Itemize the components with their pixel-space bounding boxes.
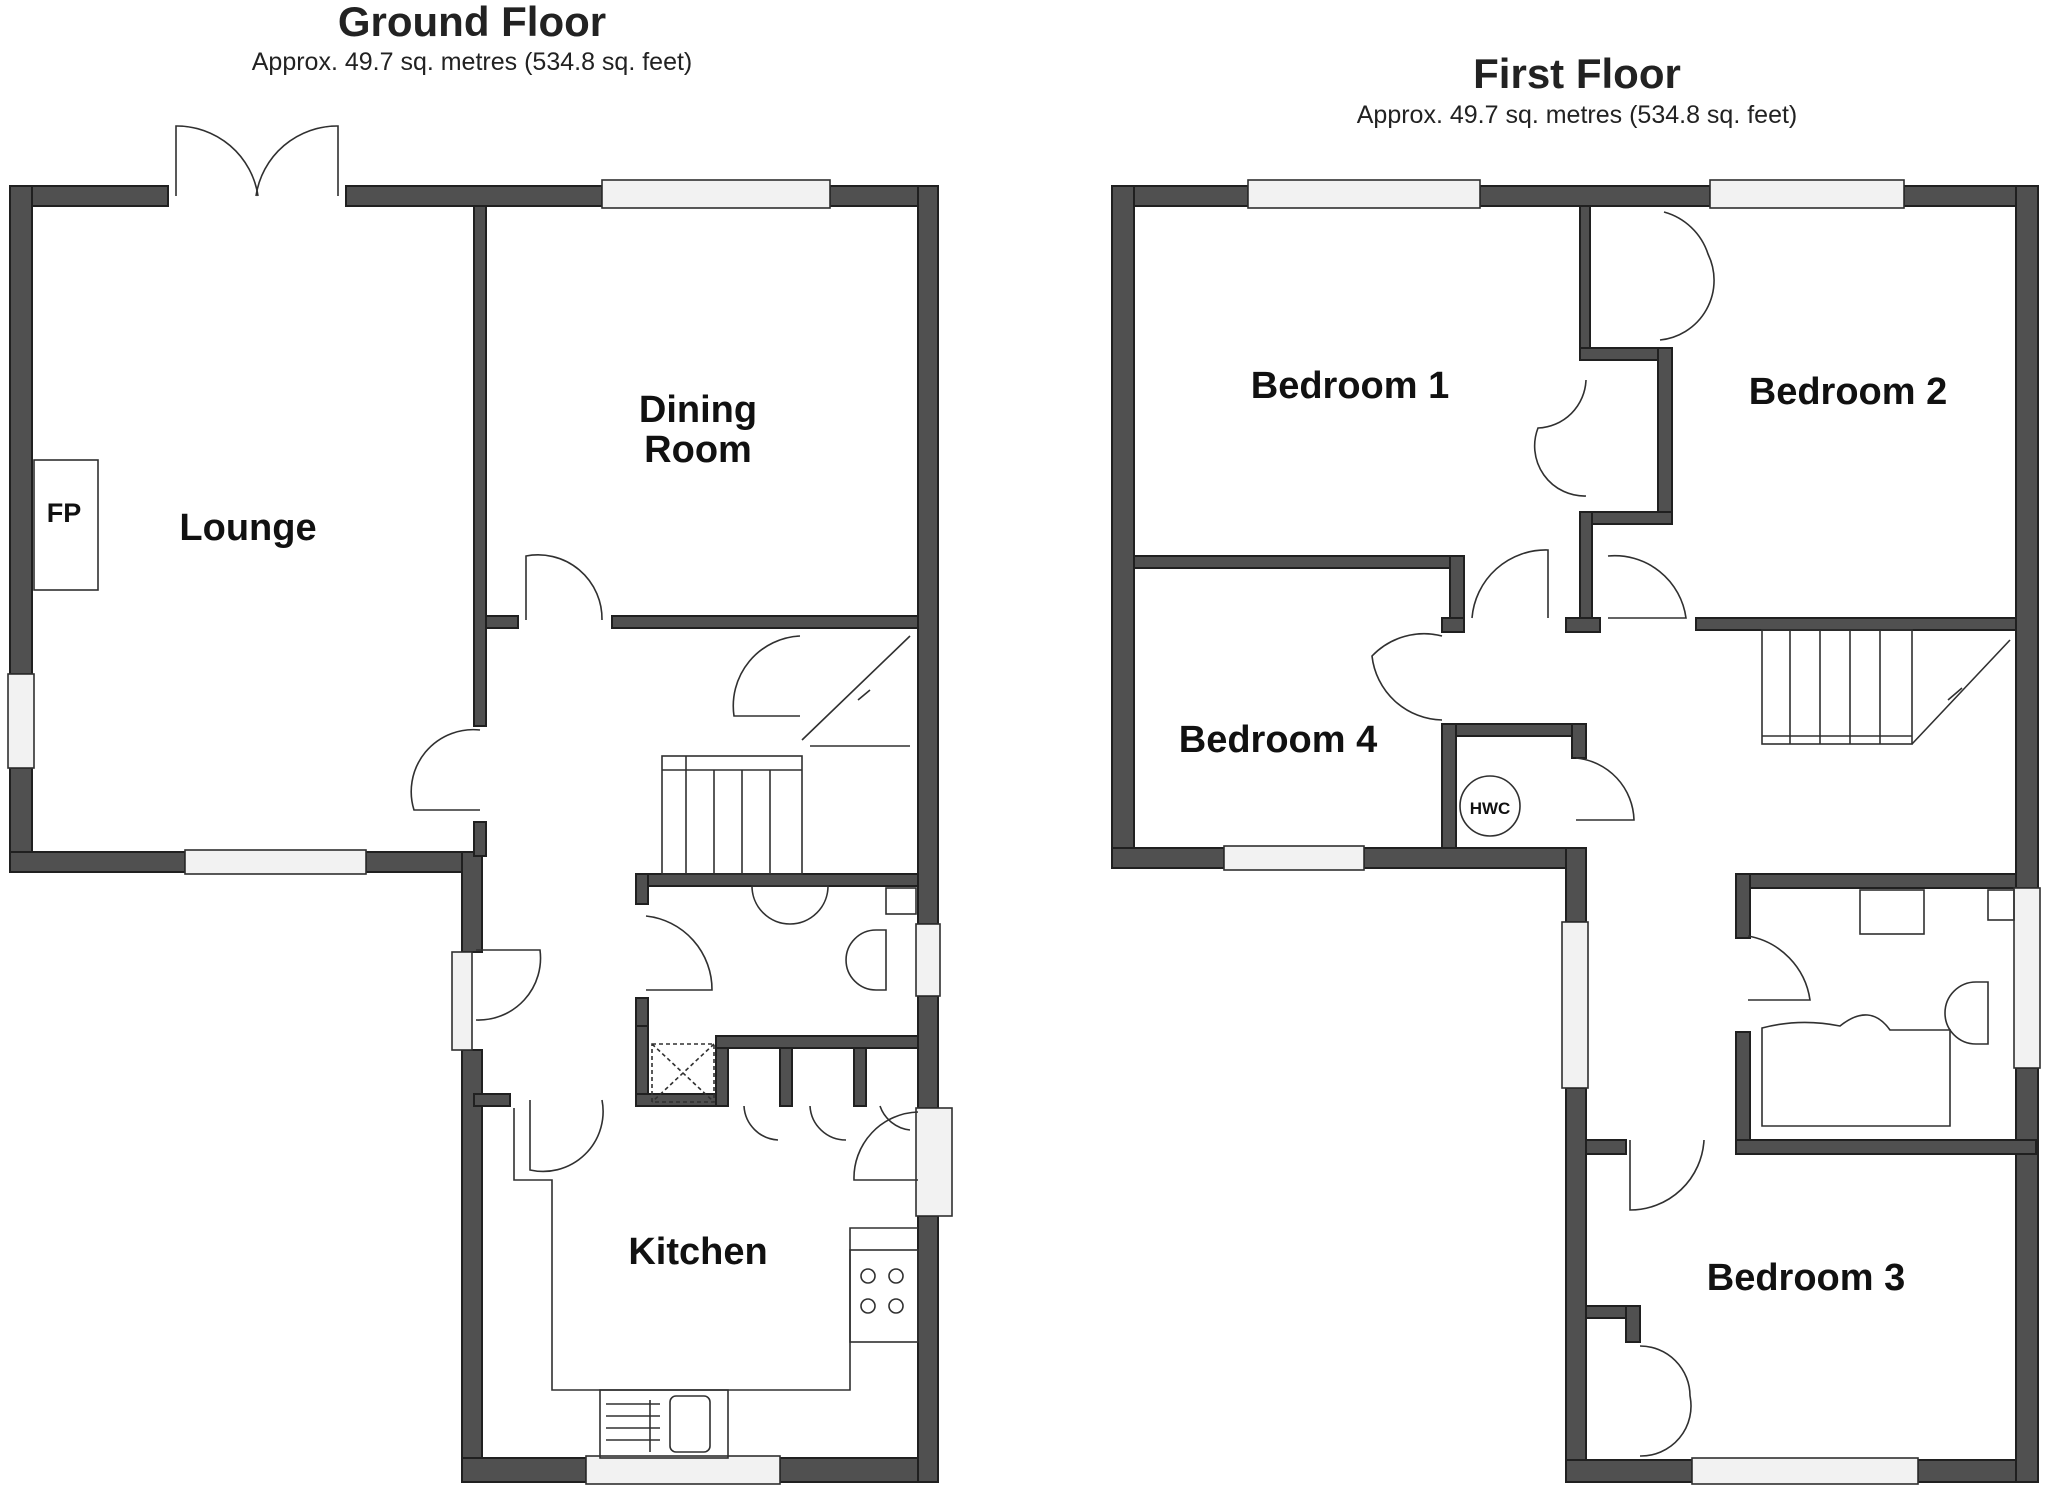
first-floor-area: Approx. 49.7 sq. metres (534.8 sq. feet) xyxy=(1356,101,1798,129)
fireplace-icon xyxy=(33,459,99,591)
bathroom-basin-icon xyxy=(1859,889,1925,935)
ground-floor-french-doors xyxy=(175,125,339,197)
wc-cistern-icon xyxy=(885,887,917,915)
first-floor-door-swings xyxy=(1371,211,1811,1457)
sink-icon xyxy=(669,1395,711,1453)
room-label-bedroom2: Bedroom 2 xyxy=(1749,371,1947,413)
wc-basin-icon xyxy=(751,885,829,925)
room-label-dining-line2: Room xyxy=(644,429,752,471)
ground-floor-stairs xyxy=(661,635,911,875)
bath-icon xyxy=(1761,1014,1951,1127)
ground-floor-door-swings xyxy=(410,554,919,1181)
ground-floor-plan: Lounge Dining Room Kitchen FP xyxy=(7,125,953,1485)
wc-toilet-icon xyxy=(845,929,887,991)
ground-floor-windows xyxy=(7,179,953,1485)
bathroom-fixtures xyxy=(1761,889,2015,1127)
first-floor-plan: Bedroom 1 Bedroom 2 Bedroom 4 Bedroom 3 … xyxy=(1111,179,2041,1485)
ground-floor-cupboard xyxy=(651,1043,715,1103)
ground-floor-title: Ground Floor xyxy=(337,0,607,45)
first-floor-stairs xyxy=(1761,629,2011,745)
room-label-bedroom3: Bedroom 3 xyxy=(1707,1257,1905,1299)
first-floor-title: First Floor xyxy=(1473,50,1681,97)
room-label-bedroom4: Bedroom 4 xyxy=(1179,719,1377,761)
ground-floor-area: Approx. 49.7 sq. metres (534.8 sq. feet) xyxy=(251,48,693,76)
room-label-bedroom1: Bedroom 1 xyxy=(1251,365,1449,407)
room-label-dining-line1: Dining xyxy=(639,389,757,431)
hwc-cylinder-icon xyxy=(1459,775,1521,837)
first-floor-interior-walls xyxy=(1133,205,2037,1343)
bathroom-toilet-icon xyxy=(1944,981,1989,1045)
kitchen-worktops xyxy=(513,1108,919,1459)
ground-floor-wc-fixtures xyxy=(751,885,917,991)
ground-floor-interior-walls xyxy=(473,205,919,1107)
room-label-kitchen: Kitchen xyxy=(628,1231,767,1273)
label-fireplace: FP xyxy=(47,498,82,528)
room-label-lounge: Lounge xyxy=(179,507,316,549)
hob-icon xyxy=(849,1249,919,1343)
first-floor-exterior-walls xyxy=(1111,185,2039,1483)
label-hwc: HWC xyxy=(1470,799,1511,818)
bathroom-cistern-icon xyxy=(1987,889,2015,921)
first-floor-windows xyxy=(1223,179,2041,1485)
